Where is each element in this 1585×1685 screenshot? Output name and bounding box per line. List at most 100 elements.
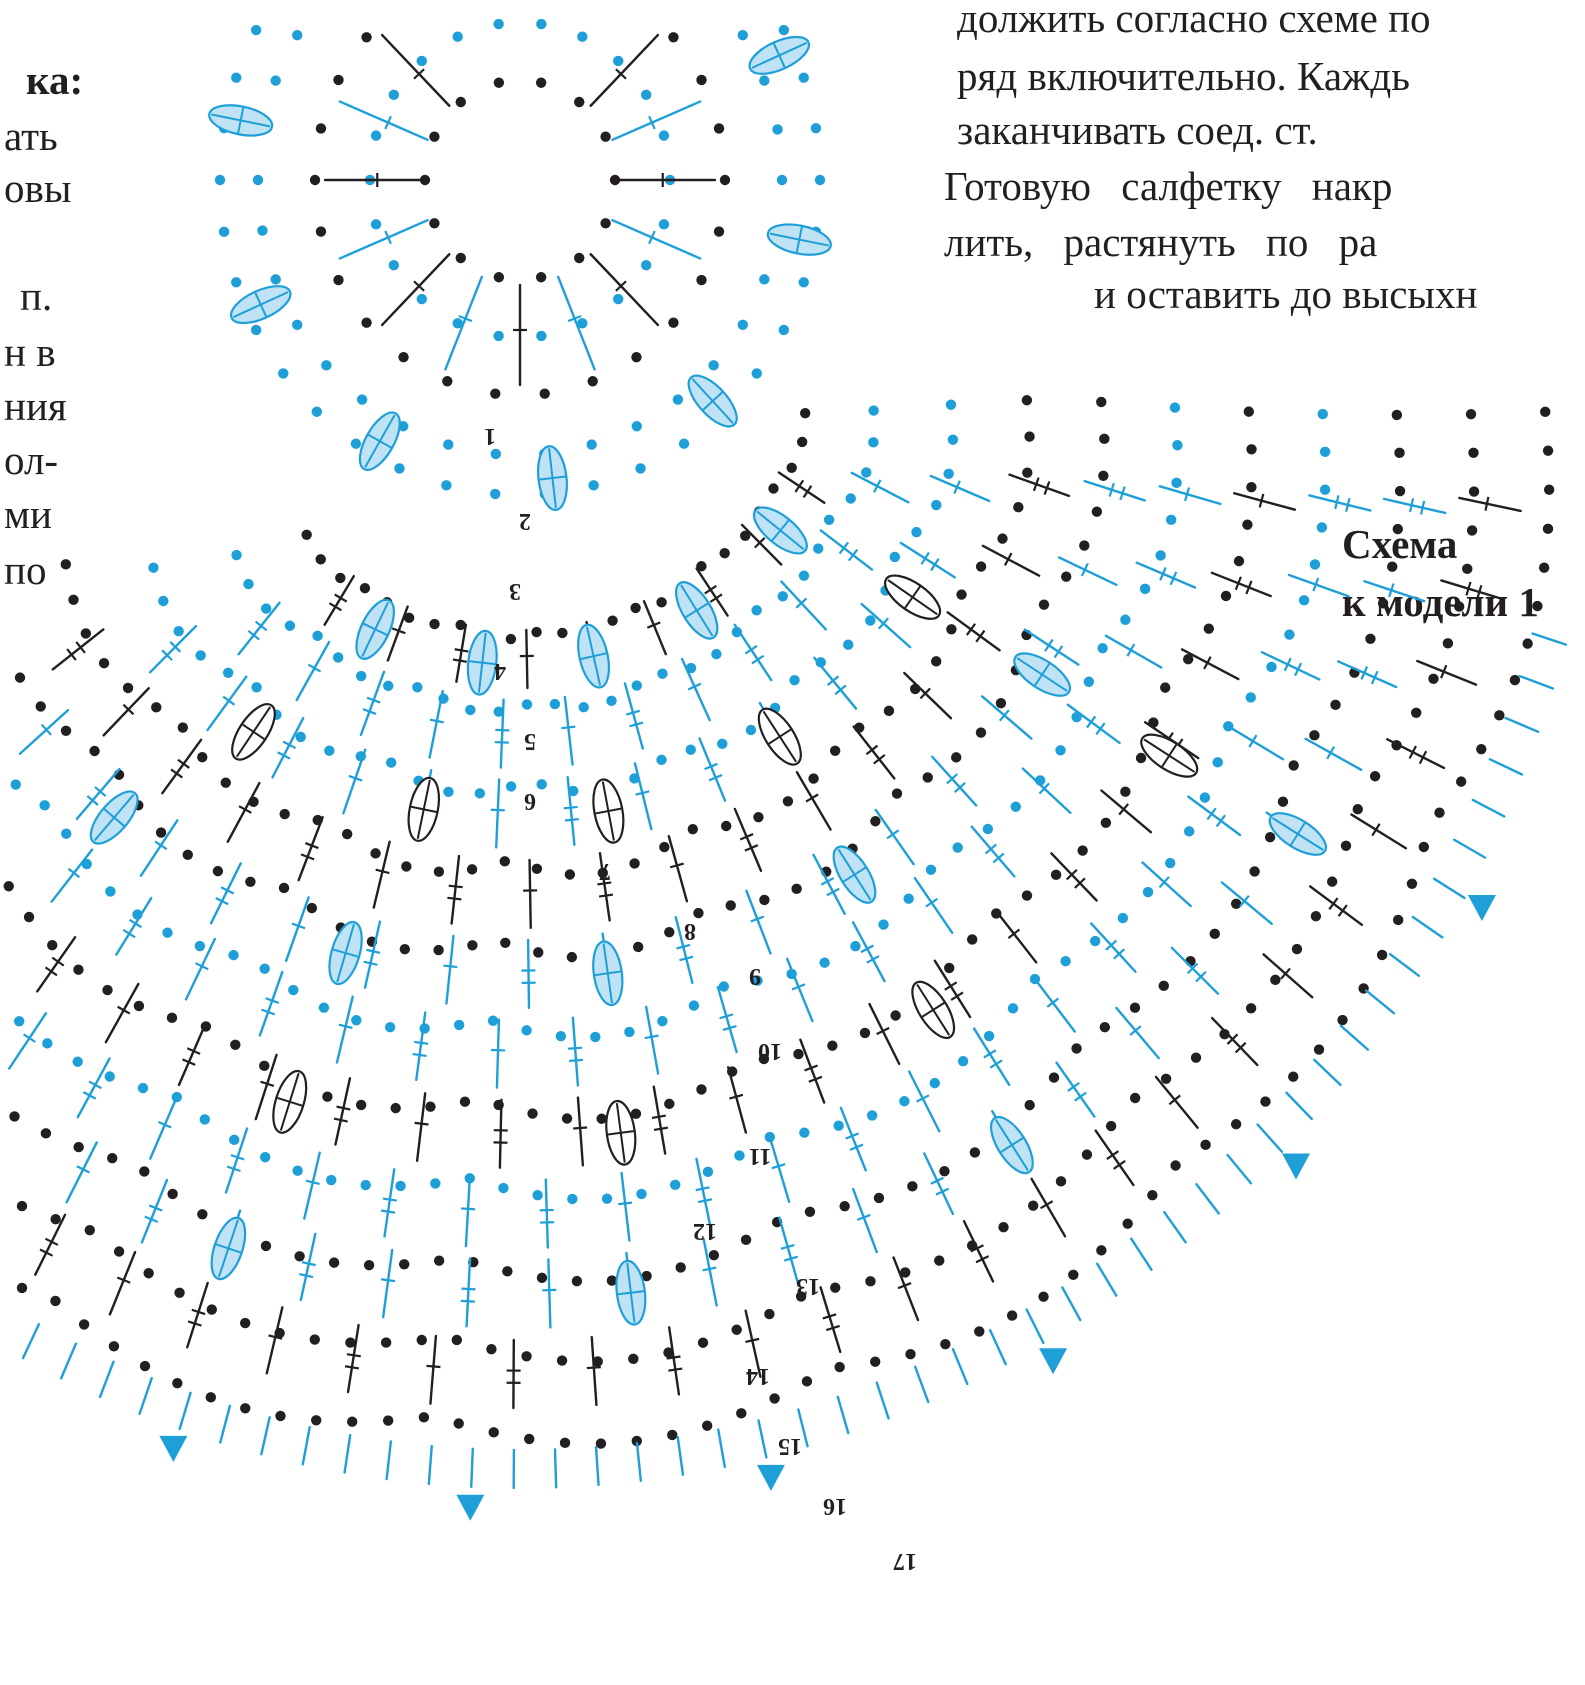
chain-stitch-dot: [270, 75, 281, 86]
double-crochet-stitch: [237, 601, 281, 656]
stitch-crossbar: [1040, 1200, 1054, 1210]
stitch-crossbar: [878, 617, 889, 630]
stitch-crossbar: [384, 230, 392, 245]
chain-stitch-dot: [1091, 506, 1103, 517]
double-crochet-stitch: [465, 1257, 472, 1328]
chain-stitch-dot: [452, 31, 463, 42]
chain-stitch-dot: [668, 32, 679, 43]
chain-stitch-dot: [177, 722, 189, 733]
double-crochet-stitch: [1061, 1286, 1082, 1322]
stitch-crossbar: [454, 648, 469, 653]
double-crochet-stitch: [1262, 953, 1314, 999]
double-crochet-stitch: [76, 1057, 111, 1119]
chain-stitch-dot: [240, 1403, 251, 1414]
stitch-crossbar: [412, 1052, 427, 1058]
chain-stitch-dot: [205, 1392, 216, 1403]
chain-stitch-dot: [819, 957, 830, 968]
stitch-crossbar: [847, 548, 859, 562]
chain-stitch-dot: [194, 940, 206, 952]
chain-stitch-dot: [823, 514, 835, 526]
left-text-line: по: [4, 547, 47, 593]
puff-stitch: [687, 374, 738, 428]
stitch-crossbar: [644, 1034, 659, 1040]
stitch-crossbar: [708, 773, 723, 782]
double-crochet-stitch: [850, 471, 910, 504]
stitch-crossbar: [651, 1114, 666, 1120]
right-text-line: должить согласно схеме по: [957, 0, 1431, 41]
chain-stitch-dot: [975, 561, 987, 572]
row-number-label: 8: [684, 918, 696, 944]
chain-stitch-dot: [231, 277, 242, 288]
chain-stitch-dot: [830, 1282, 841, 1293]
stitch-crossbar: [1119, 486, 1126, 501]
stitch-crossbar: [1337, 904, 1348, 917]
stitch-crossbar: [1043, 481, 1051, 496]
stitch-crossbar: [744, 844, 759, 852]
chain-stitch-dot: [613, 55, 624, 67]
puff-stitch: [231, 703, 276, 761]
chain-stitch-dot: [73, 1141, 84, 1153]
double-crochet-stitch: [75, 767, 121, 821]
chain-stitch-dot: [429, 618, 440, 630]
chain-stitch-dot: [931, 656, 942, 667]
chain-stitch-dot: [505, 781, 517, 792]
chain-stitch-dot: [451, 1334, 463, 1346]
chain-stitch-dot: [1509, 674, 1521, 686]
double-crochet-stitch: [1416, 659, 1478, 686]
double-crochet-stitch: [553, 1448, 558, 1489]
stitch-crossbar: [1169, 571, 1178, 586]
chain-stitch-dot: [696, 1084, 707, 1095]
double-crochet-stitch: [1094, 1129, 1135, 1187]
chain-stitch-dot: [222, 667, 234, 678]
chain-stitch-dot: [40, 1128, 52, 1139]
stitch-crossbar: [615, 68, 627, 80]
chain-stitch-dot: [68, 594, 79, 605]
chain-stitch-dot: [500, 937, 511, 948]
chain-stitch-dot: [590, 1031, 601, 1043]
double-crochet-stitch: [716, 985, 738, 1054]
double-crochet-stitch: [819, 529, 874, 571]
chain-stitch-dot: [740, 530, 751, 542]
chain-stitch-dot: [1266, 661, 1277, 673]
chain-stitch-dot: [568, 785, 579, 797]
chain-stitch-dot: [731, 626, 743, 638]
row-number-label: 12: [693, 1218, 717, 1244]
chain-stitch-dot: [259, 1151, 271, 1163]
stitch-crossbar: [381, 1209, 396, 1214]
chain-stitch-dot: [306, 902, 318, 914]
chain-stitch-dot: [220, 777, 231, 788]
double-crochet-stitch: [903, 671, 953, 720]
double-crochet-stitch: [1363, 580, 1426, 603]
double-crochet-stitch: [334, 1077, 352, 1146]
double-crochet-stitch: [1170, 946, 1220, 995]
chain-stitch-dot: [527, 1108, 538, 1119]
stitch-crossbar: [744, 644, 758, 655]
stitch-crossbar: [1419, 500, 1426, 515]
chain-stitch-dot: [351, 1015, 362, 1026]
chain-stitch-dot: [14, 672, 26, 683]
chain-stitch-dot: [441, 480, 452, 491]
chain-stitch-dot: [595, 1438, 607, 1449]
chain-stitch-dot: [1169, 402, 1181, 413]
puff-stitch: [407, 776, 441, 842]
double-crochet-stitch: [1008, 473, 1071, 498]
stitch-crossbar: [845, 1132, 859, 1140]
double-crochet-stitch: [359, 670, 386, 737]
chain-stitch-dot: [1122, 1218, 1133, 1229]
chain-stitch-dot: [939, 1166, 950, 1177]
chain-stitch-dot: [1183, 826, 1195, 837]
puff-stitch: [832, 845, 877, 904]
stitch-crossbar: [1158, 876, 1170, 889]
stitch-crossbar: [586, 1366, 601, 1370]
stitch-crossbar: [1326, 746, 1335, 760]
puff-stitch: [615, 1259, 647, 1326]
chain-stitch-dot: [78, 1319, 90, 1330]
chain-stitch-dot: [1048, 1072, 1060, 1083]
chain-stitch-dot: [416, 293, 427, 305]
stitch-crossbar: [128, 918, 143, 929]
chain-stitch-dot: [388, 259, 400, 271]
chain-stitch-dot: [577, 31, 588, 42]
stitch-crossbar: [117, 1005, 131, 1015]
chain-stitch-dot: [997, 533, 1008, 544]
chain-stitch-dot: [1203, 623, 1214, 634]
